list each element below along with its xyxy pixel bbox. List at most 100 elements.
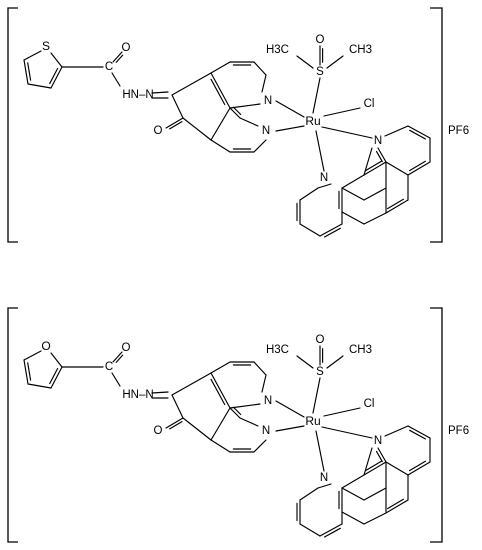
bond-c-nh — [111, 372, 121, 387]
n-ru-bond — [275, 125, 305, 132]
carbonyl-double-bond-inner — [115, 54, 124, 63]
dione-bond — [171, 394, 184, 419]
ru-phen-n1-bond — [321, 426, 373, 439]
chloride-label: Cl — [364, 398, 375, 410]
pyridine-bond — [229, 403, 261, 409]
dmso-oxygen-label: O — [316, 34, 325, 46]
n-ru-bond — [275, 425, 305, 432]
ring-bond — [23, 359, 29, 385]
dione-bond — [182, 117, 212, 141]
ring-bond — [50, 66, 63, 89]
phen-bond — [407, 425, 431, 439]
phen-bond-inner — [364, 160, 382, 172]
ring-bond — [23, 350, 42, 361]
phen-bond-inner — [408, 460, 426, 472]
phen-bond — [363, 161, 387, 176]
phen-bond-inner — [386, 498, 404, 510]
ring-bond — [50, 52, 63, 68]
phen-nitrogen-2-label: N — [320, 172, 328, 184]
pyridine-bond-inner — [232, 406, 242, 416]
phen-bond — [341, 211, 365, 225]
carbonyl-double-bond — [112, 51, 123, 63]
phen-bond — [363, 487, 387, 501]
ring-heteroatom-label: O — [41, 339, 50, 353]
phen-bond — [385, 199, 409, 214]
pyridine-bond — [261, 74, 267, 93]
carbonyl-double-bond-inner — [115, 354, 124, 363]
ru-cl-bond — [323, 107, 361, 117]
phen-bond-inner — [323, 227, 341, 238]
phen-bond — [363, 147, 373, 176]
dione-nitrogen-1-label: N — [264, 95, 272, 107]
dione-nitrogen-2-label: N — [262, 125, 270, 137]
phen-bond-inner — [323, 527, 341, 538]
left-bracket — [7, 307, 18, 543]
ring-bond — [23, 59, 29, 85]
pyridine-bond — [210, 72, 231, 109]
ring-bond-inner — [27, 62, 32, 81]
carbonyl-oxygen-label: O — [122, 42, 131, 54]
phen-bond — [341, 474, 365, 489]
counterion-label: PF6 — [448, 125, 469, 137]
pyridine-bond — [253, 361, 267, 376]
quinone-co-bond — [165, 417, 184, 429]
phen-bond — [407, 461, 431, 476]
phen-bond — [385, 499, 409, 514]
phen-nitrogen-1-label: N — [374, 435, 382, 447]
pyridine-bond — [210, 107, 231, 141]
quinone-co-bond-inner — [169, 121, 183, 130]
ring-bond-inner — [27, 362, 32, 381]
ru-s-bond — [312, 377, 321, 414]
hydrazone-double-bond — [151, 91, 169, 94]
chloride-label: Cl — [364, 98, 375, 110]
dione-nitrogen-1-label: N — [264, 395, 272, 407]
dione-bond — [171, 372, 212, 396]
ring-bond-inner — [49, 67, 59, 85]
pyridine-bond-inner — [210, 78, 226, 106]
metal-center-label: Ru — [305, 414, 320, 428]
phen-bond — [363, 447, 373, 476]
dmso-methyl-bond — [296, 355, 314, 369]
pyridine-bond — [210, 439, 231, 453]
phen-bond — [363, 512, 387, 525]
pyridine-bond — [239, 417, 259, 427]
ru-s-bond — [312, 77, 321, 114]
pyridine-bond — [210, 61, 231, 74]
bond-c-nh — [111, 72, 121, 87]
dione-bond — [182, 417, 212, 441]
dmso-methyl-right-label: CH3 — [349, 344, 372, 356]
phen-bond-inner — [364, 460, 382, 472]
dmso-methyl-bond — [326, 355, 344, 369]
phen-bond — [363, 212, 387, 225]
quinone-co-bond — [165, 117, 184, 129]
pyridine-bond — [253, 439, 267, 453]
dione-bond — [171, 72, 212, 96]
counterion-label: PF6 — [448, 425, 469, 437]
pyridine-bond — [210, 139, 231, 153]
phen-bond — [341, 187, 365, 201]
phen-bond-inner — [409, 429, 427, 440]
pyridine-bond-inner — [210, 378, 226, 406]
phen-nitrogen-1-label: N — [374, 135, 382, 147]
carbonyl-double-bond — [112, 351, 123, 363]
dmso-methyl-bond — [296, 55, 314, 69]
dione-nitrogen-2-label: N — [262, 425, 270, 437]
phen-bond — [407, 125, 431, 139]
phen-bond — [299, 223, 321, 237]
dmso-methyl-bond — [326, 55, 344, 69]
hydrazone-label: HN–N — [122, 389, 153, 401]
quinone-co-bond-inner — [169, 421, 183, 430]
pyridine-bond — [229, 407, 241, 419]
phen-bond — [299, 487, 319, 501]
phen-bond — [317, 483, 332, 489]
ru-phen-n2-bond — [315, 130, 325, 172]
ring-bond — [50, 352, 63, 368]
pyridine-bond — [210, 407, 231, 441]
dione-bond — [171, 94, 184, 119]
phen-nitrogen-2-label: N — [320, 472, 328, 484]
hydrazone-label: HN–N — [122, 89, 153, 101]
